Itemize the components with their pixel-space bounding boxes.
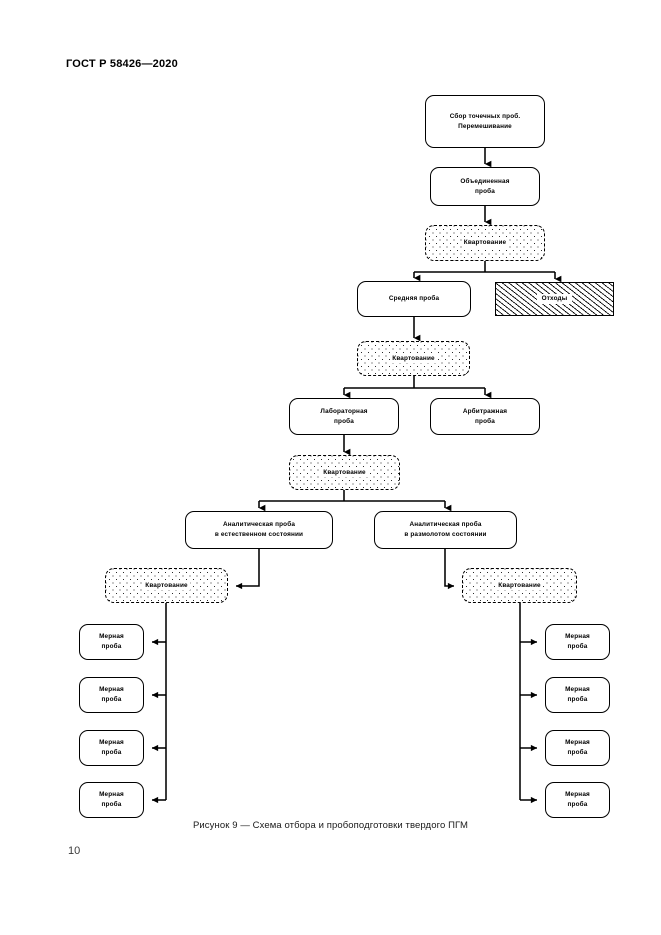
flow-node-analytic_grnd: Аналитическая проба в размолотом состоян… [374,511,517,549]
flow-node-measured_r2: Мерная проба [545,677,610,713]
flow-node-label: Аналитическая проба в естественном состо… [214,521,304,538]
flow-node-label: Мерная проба [99,791,124,808]
flow-node-arbitration: Арбитражная проба [430,398,540,435]
flow-node-combined: Объединенная проба [430,167,540,206]
flow-node-laboratory: Лабораторная проба [289,398,399,435]
flow-node-label: Квартование [321,467,368,478]
flow-node-label: Лабораторная проба [320,407,368,425]
flow-node-measured_l4: Мерная проба [79,782,144,818]
flow-node-measured_l1: Мерная проба [79,624,144,660]
flow-node-quarter_left: Квартование [105,568,228,603]
flow-node-label: Арбитражная проба [462,407,508,425]
flow-node-label: Объединенная проба [460,177,510,195]
flow-node-analytic_nat: Аналитическая проба в естественном состо… [185,511,333,549]
flow-node-measured_l2: Мерная проба [79,677,144,713]
flow-node-label: Квартование [143,580,190,591]
flow-node-label: Мерная проба [99,633,124,650]
flow-node-measured_r3: Мерная проба [545,730,610,766]
running-header: ГОСТ Р 58426—2020 [66,58,178,70]
flow-node-quarter1: Квартование [425,225,545,261]
flow-node-measured_r4: Мерная проба [545,782,610,818]
flow-node-label: Мерная проба [565,633,590,650]
flow-node-label: Мерная проба [565,791,590,808]
flow-node-label: Мерная проба [99,686,124,703]
flow-node-label: Средняя проба [388,295,440,303]
flow-node-quarter2: Квартование [357,341,470,376]
flow-node-label: Квартование [461,238,509,248]
flow-node-label: Мерная проба [565,739,590,756]
flow-node-label: Аналитическая проба в размолотом состоян… [404,521,487,538]
flow-node-measured_r1: Мерная проба [545,624,610,660]
flow-node-label: Мерная проба [99,739,124,756]
flow-node-quarter3: Квартование [289,455,400,490]
flow-node-measured_l3: Мерная проба [79,730,144,766]
page-number: 10 [68,845,81,857]
flow-node-average: Средняя проба [357,281,471,317]
flow-node-label: Квартование [496,580,543,591]
flow-node-label: Сбор точечных проб. Перемешивание [449,112,521,130]
flow-node-collect: Сбор точечных проб. Перемешивание [425,95,545,148]
flow-node-waste: Отходы [495,282,614,316]
flow-node-label: Отходы [536,294,573,304]
flow-node-quarter_right: Квартование [462,568,577,603]
flow-node-label: Мерная проба [565,686,590,703]
flow-node-label: Квартование [390,353,437,364]
figure-caption: Рисунок 9 — Схема отбора и пробоподготов… [192,820,469,831]
